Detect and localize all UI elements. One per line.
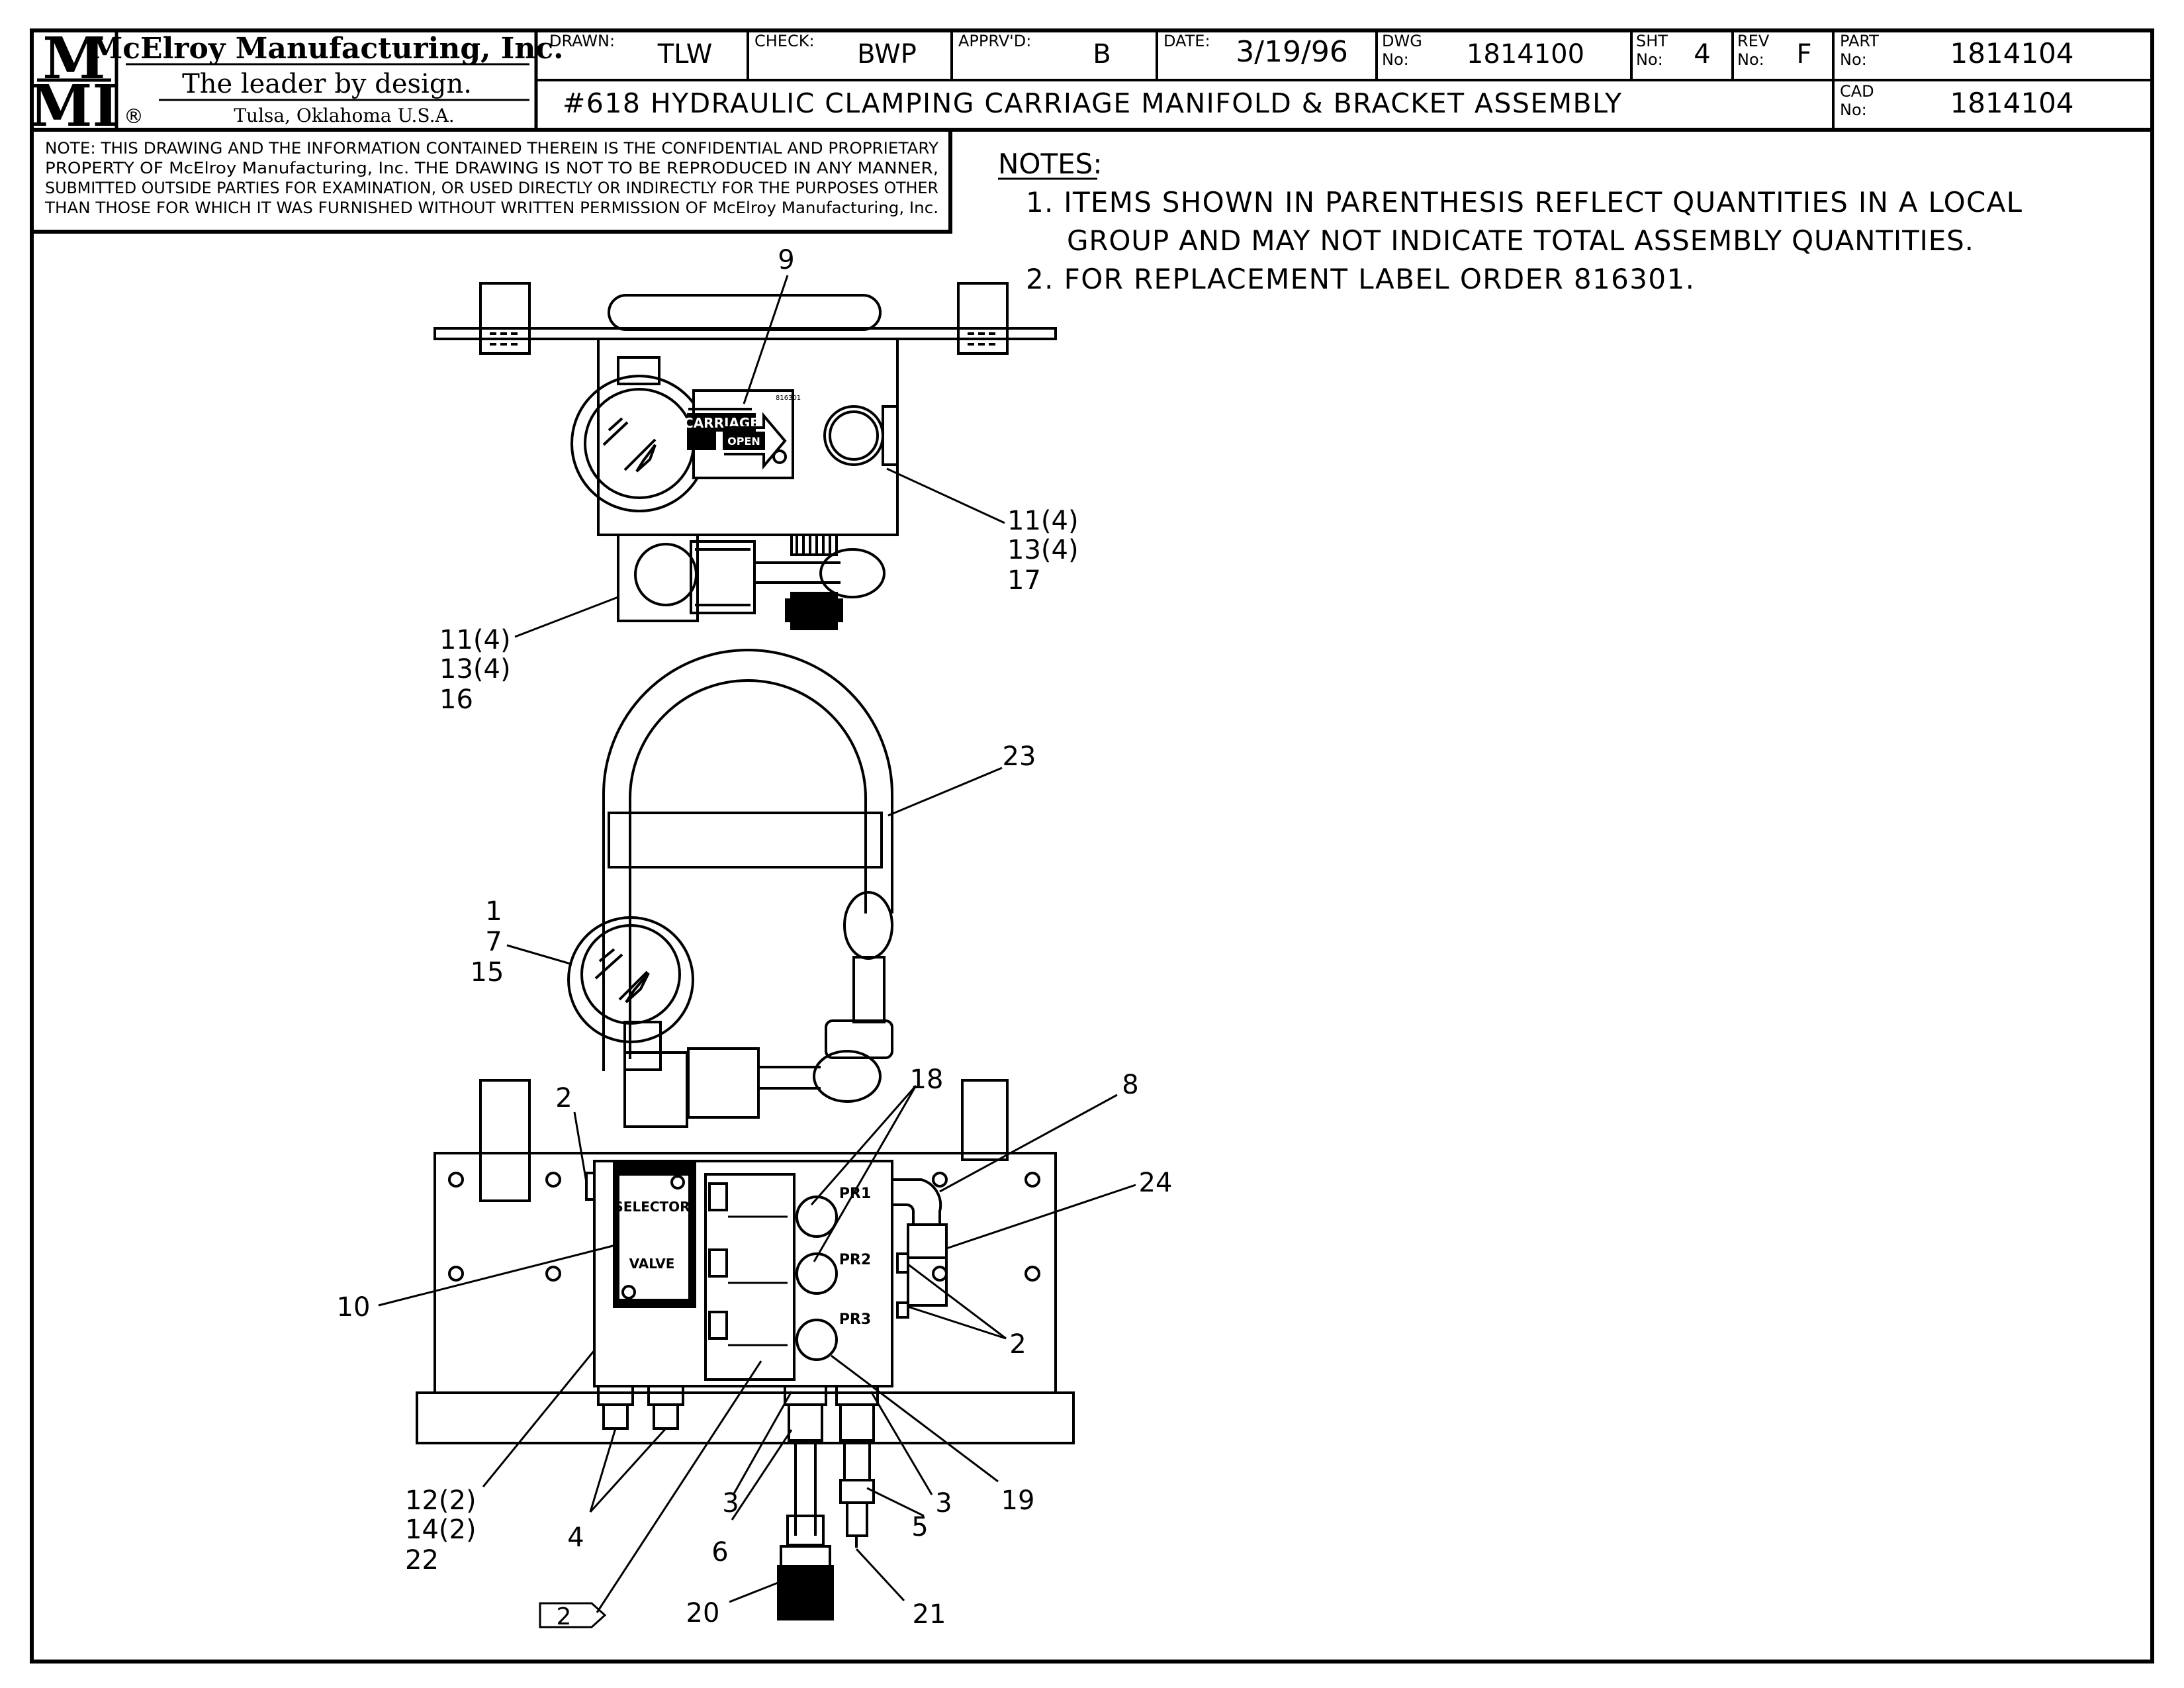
svg-text:MI: MI — [29, 73, 118, 140]
sht-label-no: No: — [1636, 50, 1663, 69]
callout-24: 24 — [1139, 1168, 1173, 1198]
valve-label: VALVE — [629, 1256, 675, 1272]
callout-11a: 11(4) — [1007, 506, 1079, 536]
callout-2-top: 2 — [555, 1083, 572, 1113]
rev-value: F — [1796, 39, 1811, 70]
drawing-title: #618 HYDRAULIC CLAMPING CARRIAGE MANIFOL… — [563, 87, 1622, 119]
pr2-label: PR2 — [839, 1252, 871, 1268]
dwg-label: DWG — [1382, 32, 1422, 50]
rev-label: REV — [1737, 32, 1770, 50]
check-value: BWP — [857, 39, 917, 70]
rev-label-no: No: — [1737, 50, 1764, 69]
dwg-label-no: No: — [1382, 50, 1409, 69]
front-view: SELECTOR VALVE PR1 PR2 PR3 — [416, 649, 1075, 1620]
callout-21: 21 — [913, 1599, 946, 1630]
note-line-2: GROUP AND MAY NOT INDICATE TOTAL ASSEMBL… — [1067, 224, 1974, 257]
sht-label: SHT — [1636, 32, 1668, 50]
callout-3-left: 3 — [722, 1488, 739, 1519]
callout-7: 7 — [485, 927, 502, 957]
cad-label: CAD — [1840, 82, 1874, 101]
callouts: 9 11(4) 13(4) 17 11(4) 13(4) 16 23 1 7 1… — [337, 245, 1173, 1630]
callout-9: 9 — [778, 245, 794, 275]
svg-text:THAN THOSE FOR WHICH IT WAS FU: THAN THOSE FOR WHICH IT WAS FURNISHED WI… — [44, 199, 938, 217]
callout-10: 10 — [337, 1292, 371, 1323]
part-value: 1814104 — [1950, 37, 2073, 70]
callout-23: 23 — [1003, 741, 1036, 772]
callout-17: 17 — [1007, 565, 1041, 596]
callout-13a: 13(4) — [1007, 535, 1079, 565]
company-name: McElroy Manufacturing, Inc. — [91, 32, 564, 66]
notes-section: NOTES: 1. ITEMS SHOWN IN PARENTHESIS REF… — [998, 148, 2023, 295]
title-block: M MI McElroy Manufacturing, Inc. The lea… — [29, 25, 2152, 140]
check-label: CHECK: — [754, 32, 815, 50]
callout-14: 14(2) — [405, 1515, 477, 1545]
date-label: DATE: — [1163, 32, 1210, 50]
callout-12: 12(2) — [405, 1485, 477, 1516]
dwg-value: 1814100 — [1467, 39, 1584, 70]
callout-3-right: 3 — [935, 1488, 952, 1519]
callout-1: 1 — [485, 896, 502, 927]
top-view: 816301 CARRIAGE OPEN — [433, 282, 1057, 630]
registered-mark: ® — [124, 105, 144, 128]
callout-2-right: 2 — [1009, 1329, 1026, 1360]
callout-4: 4 — [567, 1523, 584, 1553]
drawn-label: DRAWN: — [549, 32, 615, 50]
leader-lines — [378, 275, 1136, 1613]
callout-22: 22 — [405, 1545, 439, 1575]
note-flag-number: 2 — [557, 1603, 572, 1630]
pr1-label: PR1 — [839, 1186, 871, 1202]
callout-5: 5 — [911, 1512, 928, 1542]
svg-text:816301: 816301 — [776, 395, 801, 402]
svg-text:OPEN: OPEN — [727, 435, 760, 447]
callout-8: 8 — [1122, 1070, 1138, 1100]
mmi-logo: M MI — [29, 25, 118, 140]
confidential-notice: NOTE: THIS DRAWING AND THE INFORMATION C… — [32, 130, 952, 234]
svg-text:PROPERTY OF McElroy Manufactur: PROPERTY OF McElroy Manufacturing, Inc. … — [45, 159, 938, 177]
callout-15: 15 — [471, 957, 504, 988]
pr3-label: PR3 — [839, 1311, 871, 1328]
selector-label: SELECTOR — [614, 1199, 690, 1215]
cad-value: 1814104 — [1950, 87, 2073, 119]
notes-heading: NOTES: — [998, 148, 1102, 180]
callout-16: 16 — [439, 684, 473, 715]
callout-19: 19 — [1001, 1485, 1035, 1516]
note-line-3: 2. FOR REPLACEMENT LABEL ORDER 816301. — [1026, 263, 1694, 295]
drawn-value: TLW — [657, 39, 713, 70]
part-label: PART — [1840, 32, 1879, 50]
svg-text:SUBMITTED OUTSIDE PARTIES FOR: SUBMITTED OUTSIDE PARTIES FOR EXAMINATIO… — [45, 179, 938, 197]
company-slogan: The leader by design. — [182, 69, 472, 99]
callout-11b: 11(4) — [439, 625, 511, 655]
apprvd-label: APPRV'D: — [958, 32, 1031, 50]
note-line-1: 1. ITEMS SHOWN IN PARENTHESIS REFLECT QU… — [1026, 186, 2023, 218]
callout-6: 6 — [711, 1537, 728, 1568]
callout-20: 20 — [686, 1598, 720, 1628]
note-flag: 2 — [539, 1602, 607, 1630]
part-label-no: No: — [1840, 50, 1867, 69]
company-location: Tulsa, Oklahoma U.S.A. — [234, 105, 454, 126]
callout-18: 18 — [910, 1064, 944, 1095]
apprvd-value: B — [1093, 39, 1111, 70]
cad-label-no: No: — [1840, 101, 1867, 119]
sheet-border — [30, 28, 2154, 1664]
date-value: 3/19/96 — [1236, 35, 1348, 69]
sht-value: 4 — [1694, 39, 1710, 70]
svg-text:NOTE: THIS DRAWING AND THE INF: NOTE: THIS DRAWING AND THE INFORMATION C… — [45, 139, 938, 158]
callout-13b: 13(4) — [439, 654, 511, 684]
